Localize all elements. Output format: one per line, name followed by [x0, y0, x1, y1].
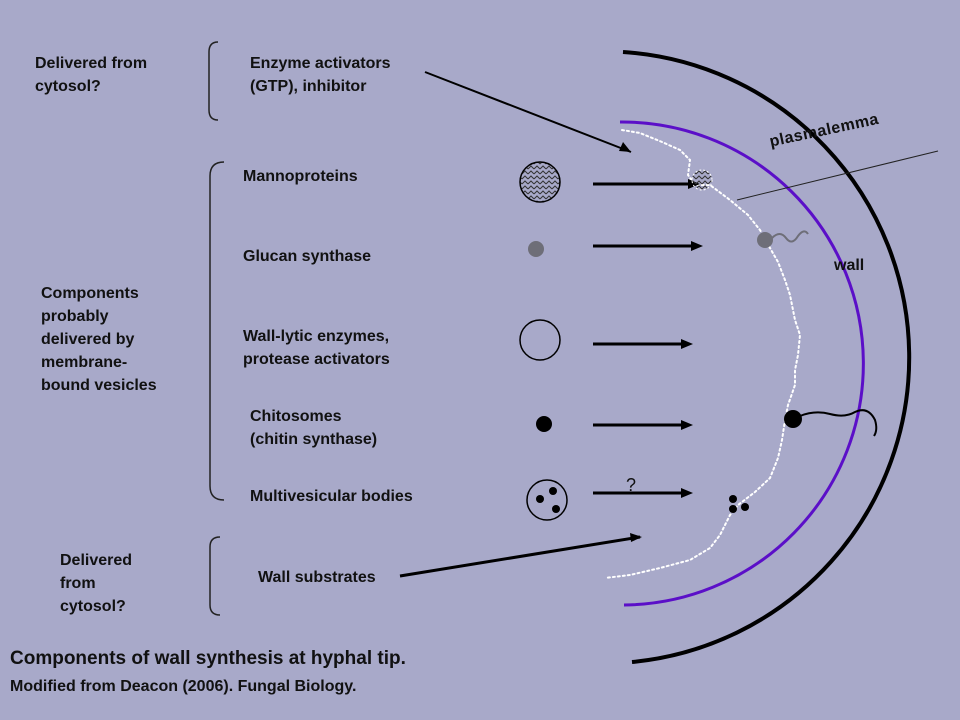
- cytoplasm-boundary-dotted: [604, 129, 802, 579]
- wall-lytic-arrowhead: [681, 339, 693, 349]
- plasmalemma-line: [619, 120, 865, 607]
- enzyme-activators-label: Enzyme activators (GTP), inhibitor: [250, 55, 391, 95]
- glucan-synthase-label: Glucan synthase: [243, 248, 372, 265]
- wall-label: wall: [834, 257, 865, 274]
- brace-top: [208, 41, 219, 121]
- mvb-arrowhead: [681, 488, 693, 498]
- released-vesicle-dot-2-icon: [729, 505, 737, 513]
- membrane-glucan-synthase-icon: [757, 232, 773, 248]
- membrane-chitin-synthase-icon: [784, 410, 802, 428]
- wall-substrates-label: Wall substrates: [258, 569, 376, 586]
- brace-middle: [209, 161, 225, 501]
- glucan-arrowhead: [691, 241, 703, 251]
- enzyme-arrowhead: [619, 142, 631, 152]
- multivesicular-bodies-label: Multivesicular bodies: [250, 488, 413, 505]
- question-mark-label: ?: [626, 475, 637, 495]
- components-vesicles-label: Components probably delivered by membran…: [41, 285, 157, 394]
- plasmalemma-pointer: [736, 150, 939, 201]
- chitosome-icon: [536, 416, 552, 432]
- mvb-dot-1-icon: [549, 487, 557, 495]
- multivesicular-body-icon: [526, 479, 568, 521]
- released-vesicle-dot-3-icon: [741, 503, 749, 511]
- delivered-from-cytosol-top-label: Delivered from cytosol?: [35, 55, 148, 95]
- mvb-dot-2-icon: [536, 495, 544, 503]
- caption-source: Modified from Deacon (2006). Fungal Biol…: [10, 678, 357, 695]
- caption-title: Components of wall synthesis at hyphal t…: [10, 648, 406, 669]
- enzyme-arrow: [424, 71, 632, 153]
- chitin-chain-icon: [799, 409, 878, 437]
- chitosomes-label: Chitosomes (chitin synthase): [250, 408, 378, 448]
- fused-mannoprotein-vesicle-icon: [691, 169, 713, 191]
- brace-bottom: [209, 536, 221, 616]
- glucan-synthase-vesicle-icon: [528, 241, 544, 257]
- wall-lytic-vesicle-icon: [519, 319, 561, 361]
- wall-substrates-arrow: [399, 535, 641, 578]
- released-vesicle-dot-1-icon: [729, 495, 737, 503]
- cell-wall-line: [622, 50, 912, 664]
- mvb-dot-3-icon: [552, 505, 560, 513]
- mannoprotein-vesicle-icon: [519, 161, 561, 203]
- chitosome-arrowhead: [681, 420, 693, 430]
- delivered-from-cytosol-bottom-label: Delivered from cytosol?: [60, 552, 133, 615]
- wall-lytic-enzymes-label: Wall-lytic enzymes, protease activators: [243, 328, 390, 368]
- mannoproteins-label: Mannoproteins: [243, 168, 358, 185]
- glucan-chain-icon: [771, 230, 809, 243]
- wall-substrates-arrowhead: [630, 533, 642, 542]
